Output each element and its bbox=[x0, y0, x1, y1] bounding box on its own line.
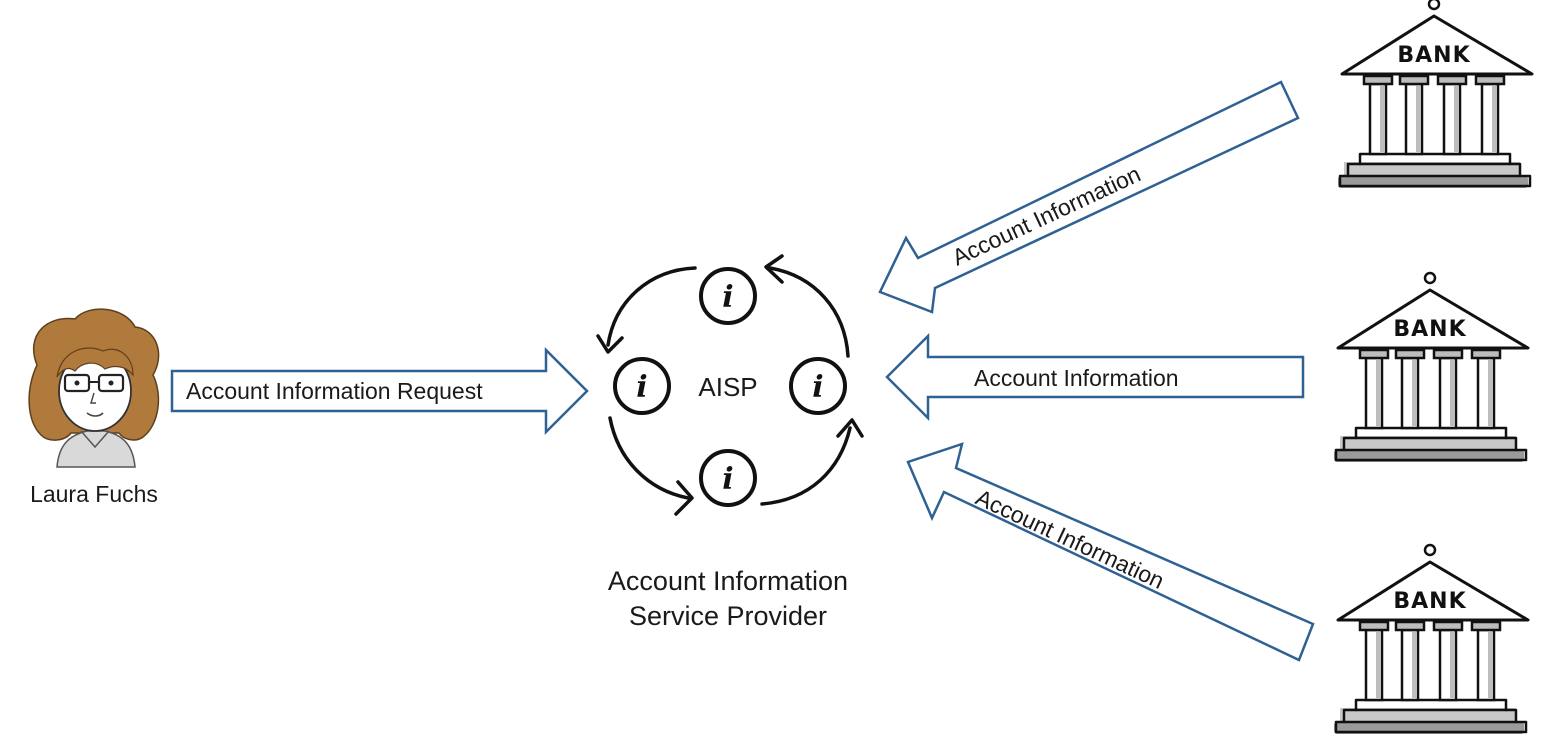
cycle-arc-top-left bbox=[606, 266, 697, 347]
bank-arrow-bottom-label: Account Information bbox=[972, 484, 1168, 594]
cycle-arrowhead bbox=[674, 480, 694, 516]
cycle-arrowhead bbox=[836, 418, 864, 438]
bank-sign: BANK bbox=[1393, 317, 1466, 342]
bank-arrow-middle: Account Information bbox=[885, 332, 1305, 422]
bank-arrow-top: Account Information bbox=[878, 80, 1300, 314]
bank-icon: BANK bbox=[1336, 0, 1534, 190]
svg-text:i: i bbox=[636, 370, 647, 405]
aisp-center-label: AISP bbox=[698, 372, 757, 402]
cycle-arrowhead bbox=[764, 254, 784, 284]
svg-text:i: i bbox=[722, 462, 733, 497]
info-icon: i bbox=[613, 357, 671, 415]
bank-arrow-bottom: Account Information bbox=[906, 442, 1315, 662]
bank-arrow-top-label: Account Information bbox=[948, 161, 1144, 271]
svg-text:i: i bbox=[722, 280, 733, 315]
bank-arrow-middle-label: Account Information bbox=[974, 365, 1179, 391]
aisp-cycle: i i i i AISP bbox=[596, 254, 864, 516]
info-icon: i bbox=[699, 449, 757, 507]
info-icon: i bbox=[699, 267, 757, 325]
bank-icon: BANK bbox=[1332, 543, 1530, 736]
bank-sign: BANK bbox=[1393, 589, 1466, 614]
info-icon: i bbox=[789, 357, 847, 415]
user-avatar bbox=[28, 308, 160, 468]
request-arrow-label: Account Information Request bbox=[186, 378, 483, 404]
cycle-arrowhead bbox=[596, 334, 624, 354]
user-name-label: Laura Fuchs bbox=[30, 481, 158, 507]
cycle-arc-top-right bbox=[768, 266, 850, 358]
aisp-title-line1: Account Information bbox=[608, 566, 848, 596]
cycle-arc-bottom-right bbox=[760, 426, 852, 506]
cycle-arc-bottom-left bbox=[608, 416, 690, 500]
bank-sign: BANK bbox=[1397, 43, 1470, 68]
svg-text:i: i bbox=[812, 370, 823, 405]
request-arrow: Account Information Request bbox=[170, 346, 589, 436]
bank-icon: BANK bbox=[1332, 271, 1530, 464]
aisp-title-line2: Service Provider bbox=[629, 601, 827, 631]
